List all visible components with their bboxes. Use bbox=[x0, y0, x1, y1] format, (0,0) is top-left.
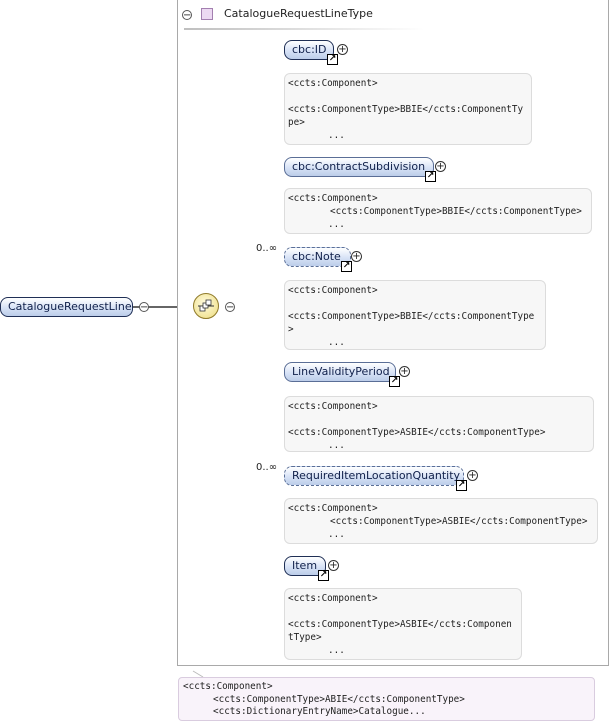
multiplicity-label: 0..∞ bbox=[256, 462, 278, 473]
reference-link-icon: ↗ bbox=[341, 261, 352, 272]
expand-icon[interactable]: + bbox=[435, 161, 446, 172]
complex-type-icon bbox=[201, 8, 213, 20]
expand-icon[interactable]: + bbox=[351, 251, 362, 262]
complex-type-title: CatalogueRequestLineType bbox=[224, 7, 373, 20]
collapse-root-icon[interactable]: − bbox=[139, 302, 149, 313]
annotation-card: <ccts:Component> <ccts:ComponentType>BBI… bbox=[284, 73, 532, 145]
element-cbc-ContractSubdivision[interactable]: cbc:ContractSubdivision bbox=[284, 157, 434, 177]
expand-icon[interactable]: + bbox=[399, 366, 410, 377]
root-element-CatalogueRequestLine[interactable]: CatalogueRequestLine bbox=[0, 297, 133, 317]
expand-icon[interactable]: + bbox=[337, 44, 348, 55]
collapse-sequence-icon[interactable]: − bbox=[225, 302, 235, 313]
annotation-card: <ccts:Component> <ccts:ComponentType>ASB… bbox=[284, 396, 594, 452]
element-cbc-Note[interactable]: cbc:Note bbox=[284, 247, 351, 267]
multiplicity-label: 0..∞ bbox=[256, 243, 278, 254]
root-annotation-card: <ccts:Component> <ccts:ComponentType>ABI… bbox=[178, 677, 595, 721]
collapse-type-icon[interactable]: − bbox=[182, 10, 192, 21]
element-cbc-ID[interactable]: cbc:ID bbox=[284, 40, 334, 60]
expand-icon[interactable]: + bbox=[467, 470, 478, 481]
reference-link-icon: ↗ bbox=[389, 376, 400, 387]
reference-link-icon: ↗ bbox=[318, 570, 329, 581]
element-RequiredItemLocationQuantity[interactable]: RequiredItemLocationQuantity bbox=[284, 466, 464, 486]
annotation-card: <ccts:Component> <ccts:ComponentType>ASB… bbox=[284, 588, 522, 660]
complex-type-header: − CatalogueRequestLineType bbox=[180, 4, 424, 30]
annotation-card: <ccts:Component> <ccts:ComponentType>BBI… bbox=[284, 188, 592, 234]
expand-icon[interactable]: + bbox=[328, 560, 339, 571]
element-Item[interactable]: Item bbox=[284, 556, 326, 576]
annotation-card: <ccts:Component> <ccts:ComponentType>BBI… bbox=[284, 280, 546, 350]
header-divider bbox=[184, 28, 424, 30]
sequence-compositor-icon[interactable] bbox=[193, 293, 219, 319]
element-LineValidityPeriod[interactable]: LineValidityPeriod bbox=[284, 362, 396, 382]
reference-link-icon: ↗ bbox=[425, 171, 436, 182]
annotation-card: <ccts:Component> <ccts:ComponentType>ASB… bbox=[284, 498, 598, 544]
reference-link-icon: ↗ bbox=[327, 54, 338, 65]
reference-link-icon: ↗ bbox=[456, 480, 467, 491]
